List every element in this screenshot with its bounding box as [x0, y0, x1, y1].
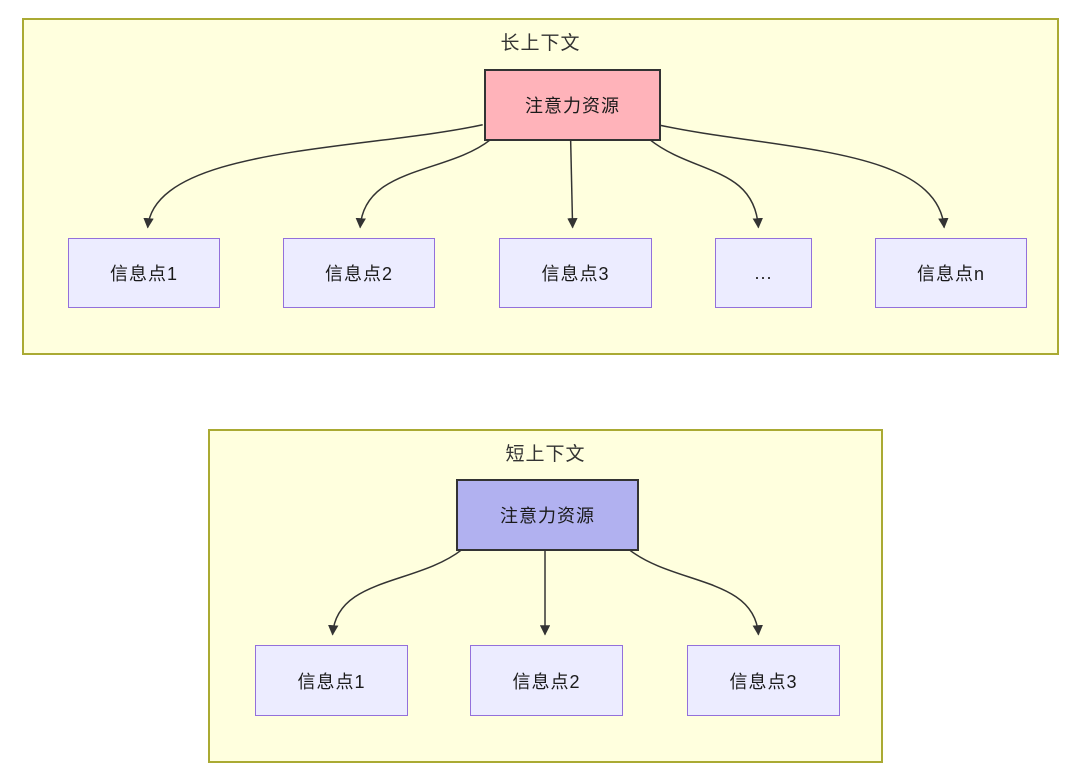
attention-node-long: 注意力资源: [484, 69, 661, 141]
attention-node-short-label: 注意力资源: [500, 506, 595, 526]
attention-node-short: 注意力资源: [456, 479, 639, 551]
info-node-long-ellipsis-label: ...: [754, 262, 773, 283]
attention-node-long-label: 注意力资源: [525, 96, 620, 116]
arrow-long-1: [143, 124, 483, 229]
info-node-short-3-label: 信息点3: [729, 671, 798, 692]
short-context-section: 短上下文 注意力资源 信息点1 信息点2 信息点3: [208, 429, 883, 763]
info-node-long-3: 信息点3: [499, 238, 652, 308]
arrow-long-3: [567, 139, 578, 229]
info-node-long-2-label: 信息点2: [324, 264, 393, 284]
info-node-short-2-label: 信息点2: [512, 671, 581, 692]
short-context-title: 短上下文: [505, 444, 586, 465]
info-node-short-2: 信息点2: [470, 645, 623, 716]
info-node-long-n-label: 信息点n: [916, 264, 985, 284]
info-node-long-n: 信息点n: [875, 238, 1027, 308]
info-node-long-1: 信息点1: [68, 238, 220, 308]
arrow-long-4: [649, 138, 763, 229]
info-node-long-2: 信息点2: [283, 238, 435, 308]
info-node-short-3: 信息点3: [687, 645, 840, 716]
info-node-long-ellipsis: ...: [715, 238, 812, 308]
long-context-title: 长上下文: [500, 33, 581, 54]
long-context-section: 长上下文 注意力资源 信息点1 信息点2 信息点3: [22, 18, 1059, 355]
info-node-long-3-label: 信息点3: [541, 264, 610, 284]
arrow-short-1: [328, 548, 463, 636]
info-node-long-1-label: 信息点1: [109, 264, 178, 284]
arrow-long-2: [355, 138, 492, 229]
info-node-short-1-label: 信息点1: [297, 671, 366, 692]
arrow-short-3: [628, 548, 763, 636]
arrow-long-5: [657, 124, 949, 229]
info-node-short-1: 信息点1: [255, 645, 408, 716]
